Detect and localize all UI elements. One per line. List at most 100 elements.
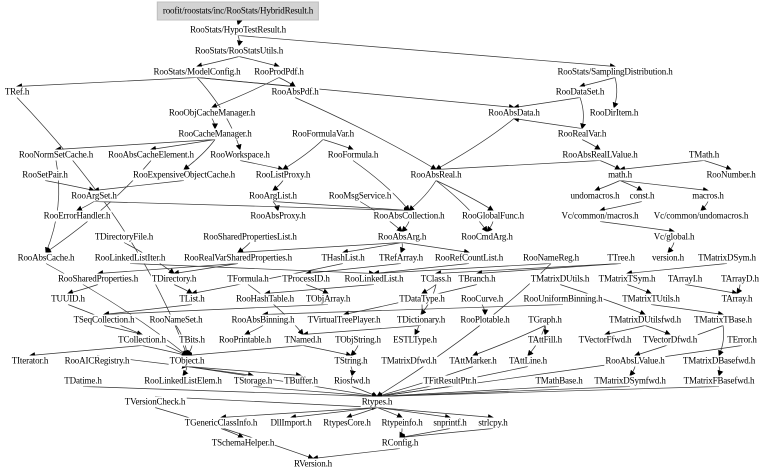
- graph-node[interactable]: TAttFill.h: [526, 334, 564, 346]
- graph-node[interactable]: RooNormSetCache.h: [17, 149, 95, 161]
- graph-node[interactable]: DllImport.h: [269, 417, 313, 429]
- graph-node[interactable]: TArrayI.h: [666, 273, 704, 285]
- graph-node[interactable]: TClass.h: [419, 273, 453, 285]
- graph-node[interactable]: RooAbsBinning.h: [230, 314, 296, 326]
- graph-node[interactable]: RooExpensiveObjectCache.h: [132, 169, 236, 181]
- graph-node[interactable]: TDirectoryFile.h: [93, 231, 155, 243]
- graph-node[interactable]: TMatrixDfwd.h: [380, 355, 438, 367]
- graph-node[interactable]: RooMsgService.h: [327, 190, 393, 202]
- graph-node[interactable]: RooSharedPropertiesList.h: [202, 231, 298, 243]
- graph-node[interactable]: RooRealVarSharedProperties.h: [182, 252, 294, 264]
- graph-node[interactable]: TDictionary.h: [395, 314, 447, 326]
- graph-node[interactable]: RooStats/HypoTestResult.h: [189, 24, 287, 36]
- graph-node[interactable]: Vc/common/macros.h: [560, 210, 640, 222]
- graph-node[interactable]: RooAbsProxy.h: [249, 210, 307, 222]
- graph-node[interactable]: RConfig.h: [380, 437, 420, 449]
- graph-node[interactable]: RooNameSet.h: [148, 314, 204, 326]
- graph-node[interactable]: TDirectory.h: [150, 273, 198, 285]
- graph-node[interactable]: TMatrixDSymfwd.h: [593, 375, 667, 387]
- graph-node[interactable]: TRefArray.h: [378, 252, 424, 264]
- graph-node[interactable]: RVersion.h: [292, 458, 334, 470]
- graph-node[interactable]: TRef.h: [3, 86, 31, 98]
- graph-node[interactable]: RooErrorHandler.h: [42, 210, 112, 222]
- graph-node[interactable]: RooCmdArg.h: [460, 231, 514, 243]
- graph-node[interactable]: TVirtualTreePlayer.h: [306, 314, 382, 326]
- graph-node[interactable]: TUUID.h: [50, 293, 86, 305]
- graph-node[interactable]: RooWorkspace.h: [209, 149, 271, 161]
- graph-node[interactable]: RooRealVar.h: [556, 128, 608, 140]
- graph-node[interactable]: TMatrixFBasefwd.h: [682, 375, 756, 387]
- graph-node[interactable]: RooAICRegistry.h: [63, 355, 131, 367]
- graph-node[interactable]: RooGlobalFunc.h: [461, 210, 525, 222]
- graph-node[interactable]: TMatrixTSym.h: [597, 273, 657, 285]
- graph-node[interactable]: Rtypeinfo.h: [380, 417, 424, 429]
- graph-node[interactable]: RooCurve.h: [459, 293, 505, 305]
- graph-node[interactable]: RooStats/SamplingDistribution.h: [556, 66, 674, 78]
- graph-node[interactable]: TBranch.h: [457, 273, 497, 285]
- graph-node[interactable]: RooDirItem.h: [588, 107, 640, 119]
- graph-node[interactable]: RooAbsReal.h: [409, 169, 463, 181]
- graph-node[interactable]: strlcpy.h: [477, 417, 509, 429]
- graph-node[interactable]: RooListProxy.h: [254, 169, 312, 181]
- graph-node[interactable]: Vc/common/undomacros.h: [652, 210, 750, 222]
- graph-node[interactable]: TVectorDfwd.h: [641, 334, 699, 346]
- graph-node[interactable]: RooAbsCache.h: [16, 252, 76, 264]
- graph-node[interactable]: TSeqCollection.h: [72, 314, 136, 326]
- graph-node[interactable]: TMatrixTBase.h: [693, 314, 753, 326]
- graph-node[interactable]: RooStats/ModelConfig.h: [152, 66, 242, 78]
- graph-node[interactable]: RooCacheManager.h: [177, 128, 253, 140]
- graph-node[interactable]: RooUniformBinning.h: [522, 293, 604, 305]
- graph-node[interactable]: TStorage.h: [232, 375, 274, 387]
- graph-node[interactable]: RooObjCacheManager.h: [167, 107, 257, 119]
- graph-node[interactable]: const.h: [628, 190, 656, 202]
- graph-node[interactable]: TMath.h: [687, 149, 721, 161]
- graph-node[interactable]: RooRefCountList.h: [433, 252, 505, 264]
- graph-node[interactable]: THashList.h: [320, 252, 366, 264]
- graph-node[interactable]: RooArgList.h: [248, 190, 298, 202]
- graph-node[interactable]: TCollection.h: [117, 334, 167, 346]
- graph-node[interactable]: RooLinkedList.h: [343, 273, 405, 285]
- graph-node[interactable]: undomacros.h: [569, 190, 621, 202]
- graph-node[interactable]: TVectorFfwd.h: [577, 334, 633, 346]
- graph-node[interactable]: snprintf.h: [432, 417, 468, 429]
- graph-node[interactable]: TObjString.h: [334, 334, 382, 346]
- graph-node[interactable]: TMatrixDBasefwd.h: [681, 355, 757, 367]
- graph-node[interactable]: RooProdPdf.h: [253, 66, 305, 78]
- graph-node[interactable]: TSchemaHelper.h: [210, 437, 276, 449]
- graph-node[interactable]: RooDataSet.h: [554, 86, 606, 98]
- graph-node[interactable]: RooLinkedListElem.h: [143, 375, 223, 387]
- graph-node[interactable]: RooAbsPdf.h: [270, 86, 320, 98]
- graph-node[interactable]: RooFormulaVar.h: [291, 128, 355, 140]
- graph-node[interactable]: RooSharedProperties.h: [56, 273, 140, 285]
- graph-node[interactable]: RooAbsRealLValue.h: [561, 149, 639, 161]
- graph-node[interactable]: RooFormula.h: [326, 149, 380, 161]
- graph-node[interactable]: TMatrixDUtilsfwd.h: [607, 314, 683, 326]
- graph-node[interactable]: RooLinkedListIter.h: [93, 252, 167, 264]
- graph-node[interactable]: TGraph.h: [527, 314, 563, 326]
- graph-node[interactable]: RooPlotable.h: [459, 314, 511, 326]
- graph-node[interactable]: RooAbsLValue.h: [604, 355, 666, 367]
- graph-node[interactable]: TNamed.h: [283, 334, 323, 346]
- graph-node[interactable]: RtypesCore.h: [322, 417, 372, 429]
- graph-node[interactable]: TObject.h: [168, 355, 206, 367]
- graph-node[interactable]: TIterator.h: [10, 355, 50, 367]
- graph-node[interactable]: version.h: [651, 252, 685, 264]
- graph-node[interactable]: RooSetPair.h: [21, 169, 69, 181]
- graph-node[interactable]: TDataType.h: [398, 293, 446, 305]
- graph-node[interactable]: TBits.h: [178, 334, 206, 346]
- graph-node[interactable]: TMathBase.h: [534, 375, 584, 387]
- graph-node[interactable]: RooNameReg.h: [522, 252, 580, 264]
- graph-node[interactable]: Vc/global.h: [652, 231, 696, 243]
- graph-node[interactable]: TProcessID.h: [281, 273, 331, 285]
- graph-node[interactable]: TString.h: [333, 355, 369, 367]
- graph-node[interactable]: TDatime.h: [63, 375, 103, 387]
- graph-node[interactable]: TFormula.h: [226, 273, 270, 285]
- graph-node[interactable]: TMatrixTUtils.h: [621, 293, 681, 305]
- graph-node[interactable]: RooAbsData.h: [487, 107, 541, 119]
- graph-node[interactable]: math.h: [607, 169, 633, 181]
- graph-node[interactable]: TArrayD.h: [720, 273, 760, 285]
- graph-node[interactable]: RooPrintable.h: [217, 334, 273, 346]
- graph-node[interactable]: macros.h: [691, 190, 725, 202]
- graph-node[interactable]: TTree.h: [606, 252, 636, 264]
- graph-node[interactable]: RooAbsArg.h: [376, 231, 428, 243]
